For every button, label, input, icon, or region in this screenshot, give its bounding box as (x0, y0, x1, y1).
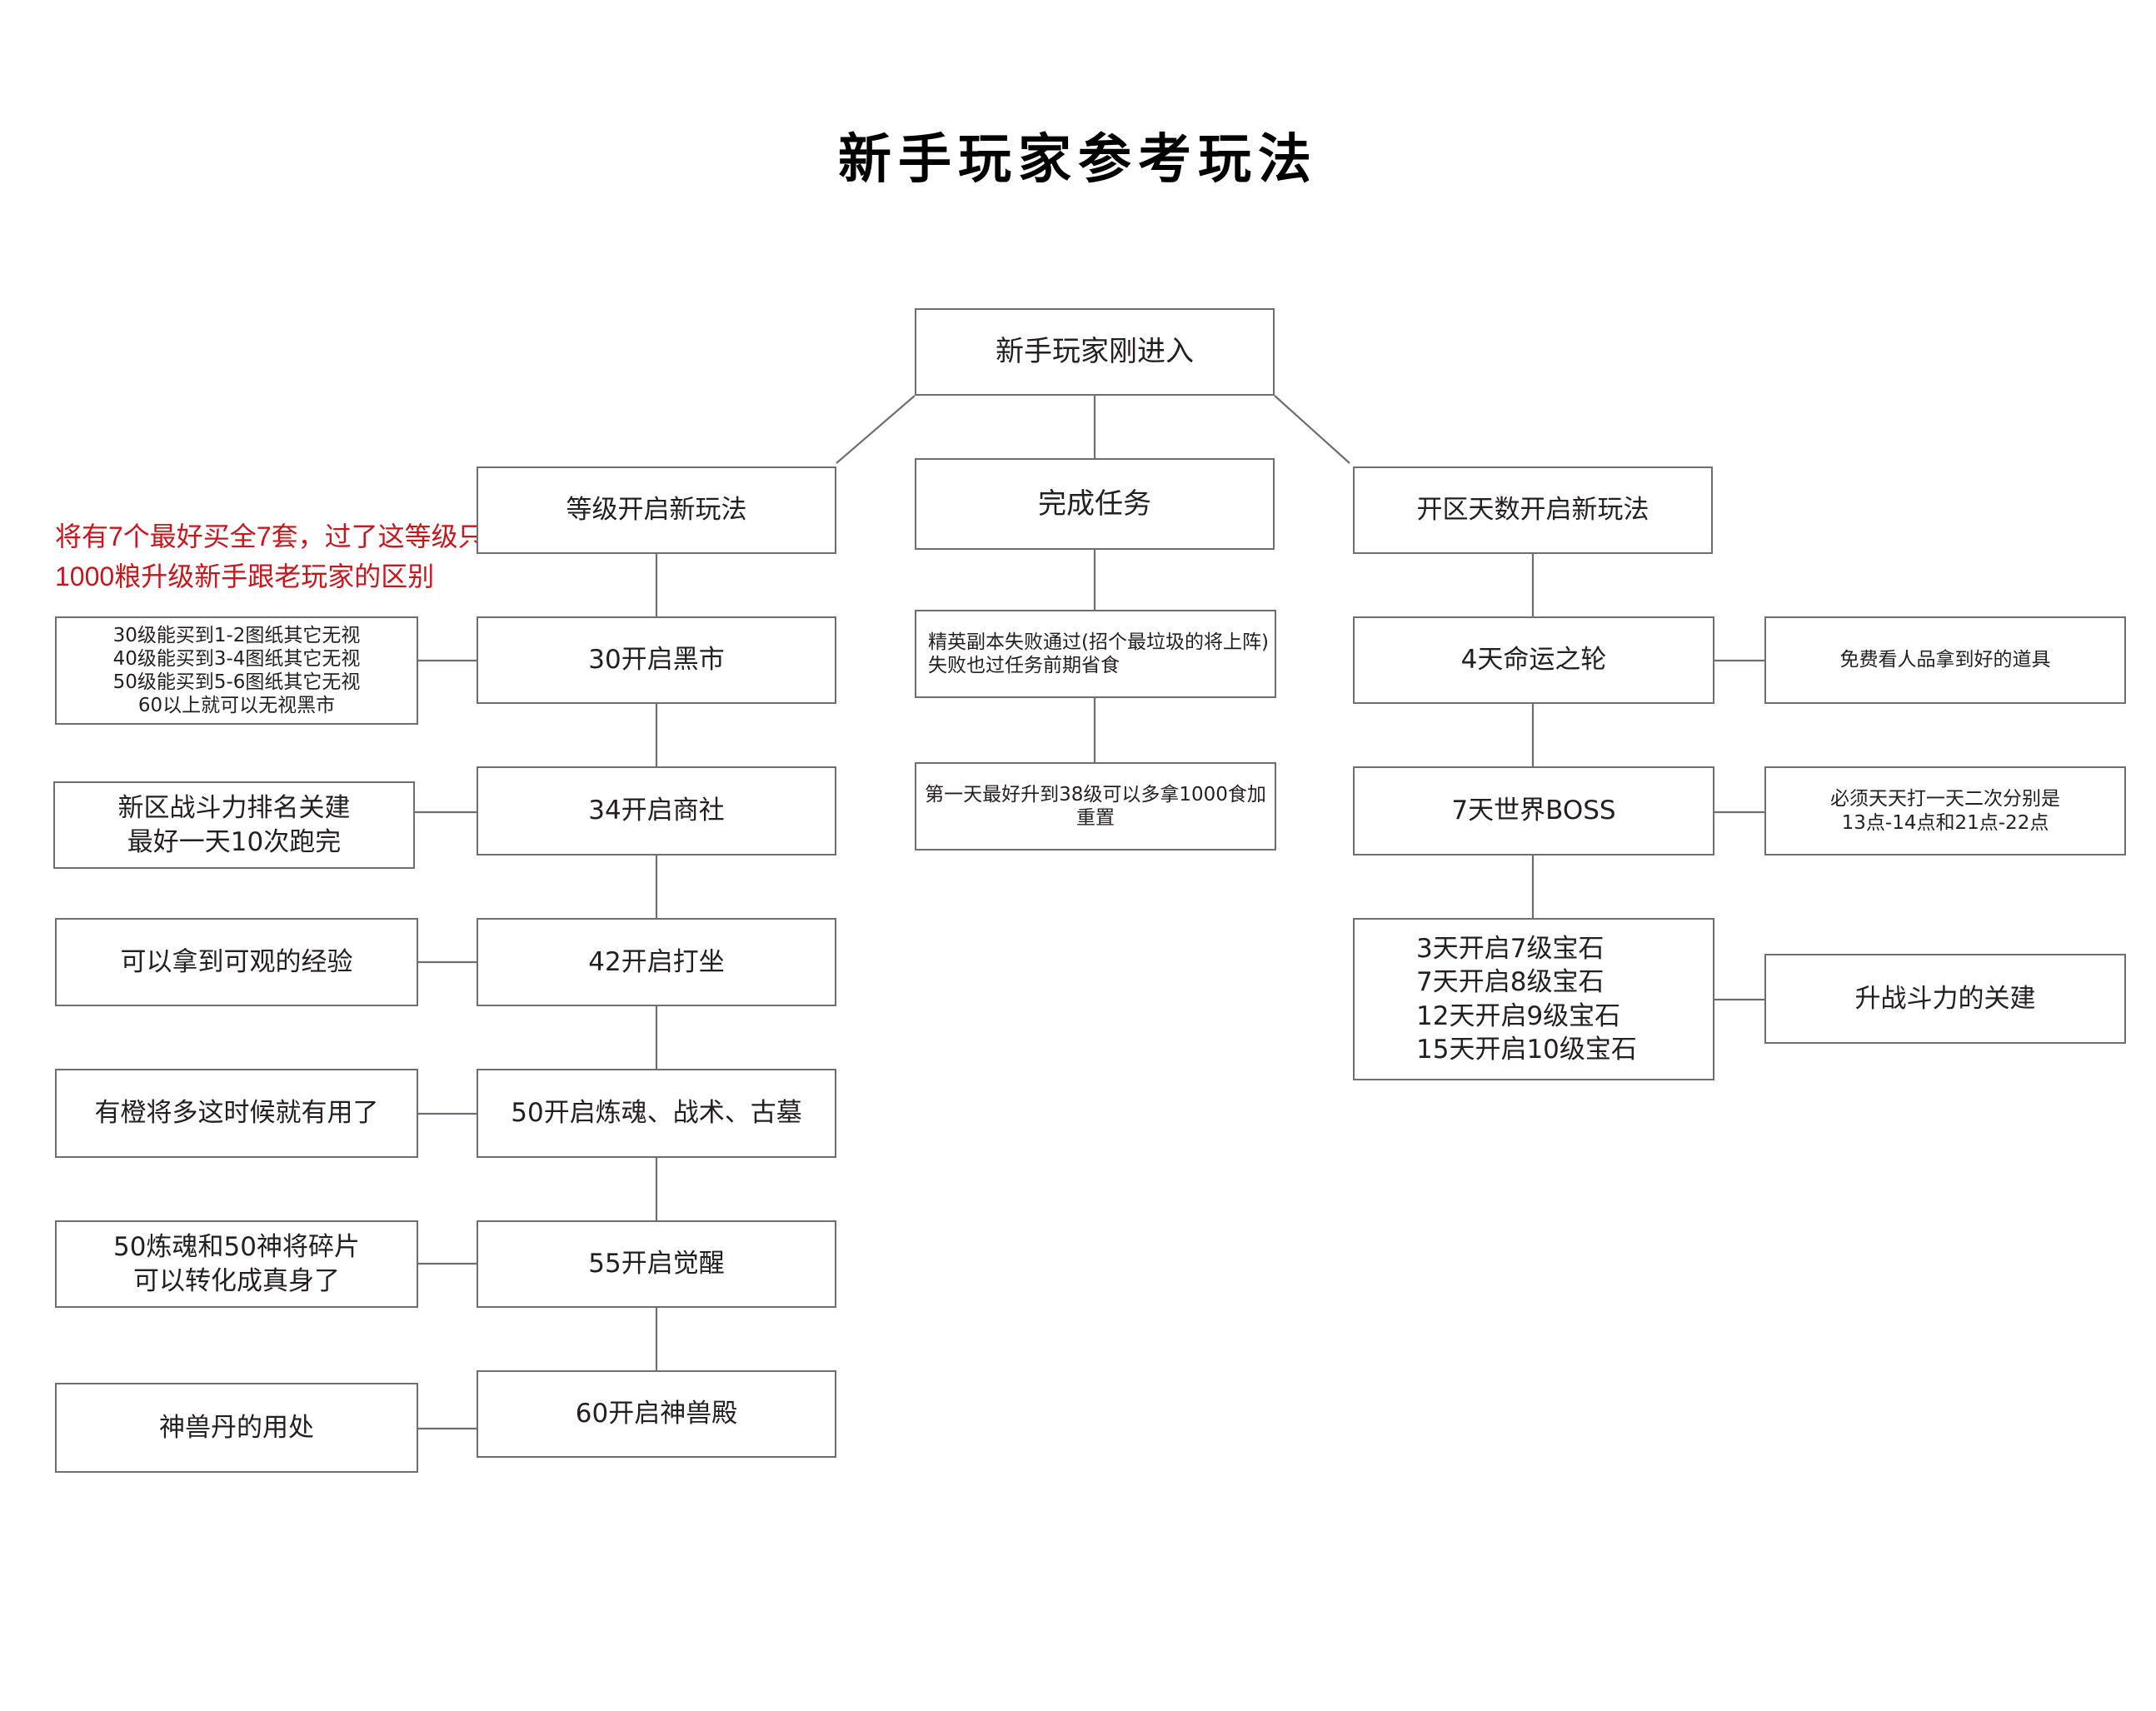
level-note-60: 神兽丹的用处 (55, 1383, 418, 1473)
days-note-gems: 升战斗力的关建 (1764, 954, 2126, 1044)
level-note-50: 有橙将多这时候就有用了 (55, 1069, 418, 1158)
level-item-42: 42开启打坐 (477, 918, 836, 1006)
page-title: 新手玩家参考玩法 (838, 129, 1318, 191)
level-note-30: 30级能买到1-2图纸其它无视 40级能买到3-4图纸其它无视 50级能买到5-… (55, 616, 418, 725)
level-note-34: 新区战斗力排名关建 最好一天10次跑完 (53, 781, 415, 869)
level-item-60: 60开启神兽殿 (477, 1370, 836, 1458)
level-item-30: 30开启黑市 (477, 616, 836, 704)
level-note-red: 将有7个最好买全7套，过了这等级只能用 1000粮升级新手跟老玩家的区别 (55, 521, 538, 591)
branch-task: 完成任务 (915, 458, 1275, 550)
days-item-7: 7天世界BOSS (1353, 766, 1714, 856)
task-item-elite: 精英副本失败通过(招个最垃圾的将上阵) 失败也过任务前期省食 (915, 610, 1276, 698)
root-node: 新手玩家刚进入 (915, 308, 1275, 396)
branch-level: 等级开启新玩法 (477, 466, 836, 554)
level-item-50: 50开启炼魂、战术、古墓 (477, 1069, 836, 1158)
days-note-4: 免费看人品拿到好的道具 (1764, 616, 2126, 704)
days-item-4: 4天命运之轮 (1353, 616, 1714, 704)
level-note-55: 50炼魂和50神将碎片 可以转化成真身了 (55, 1220, 418, 1308)
level-note-42: 可以拿到可观的经验 (55, 918, 418, 1006)
days-item-gems: 3天开启7级宝石 7天开启8级宝石 12天开启9级宝石 15天开启10级宝石 (1353, 918, 1714, 1080)
days-note-7: 必须天天打一天二次分别是 13点-14点和21点-22点 (1764, 766, 2126, 856)
level-item-55: 55开启觉醒 (477, 1220, 836, 1308)
level-item-34: 34开启商社 (477, 766, 836, 856)
branch-days: 开区天数开启新玩法 (1353, 466, 1713, 554)
task-item-day1: 第一天最好升到38级可以多拿1000食加重置 (915, 762, 1276, 851)
